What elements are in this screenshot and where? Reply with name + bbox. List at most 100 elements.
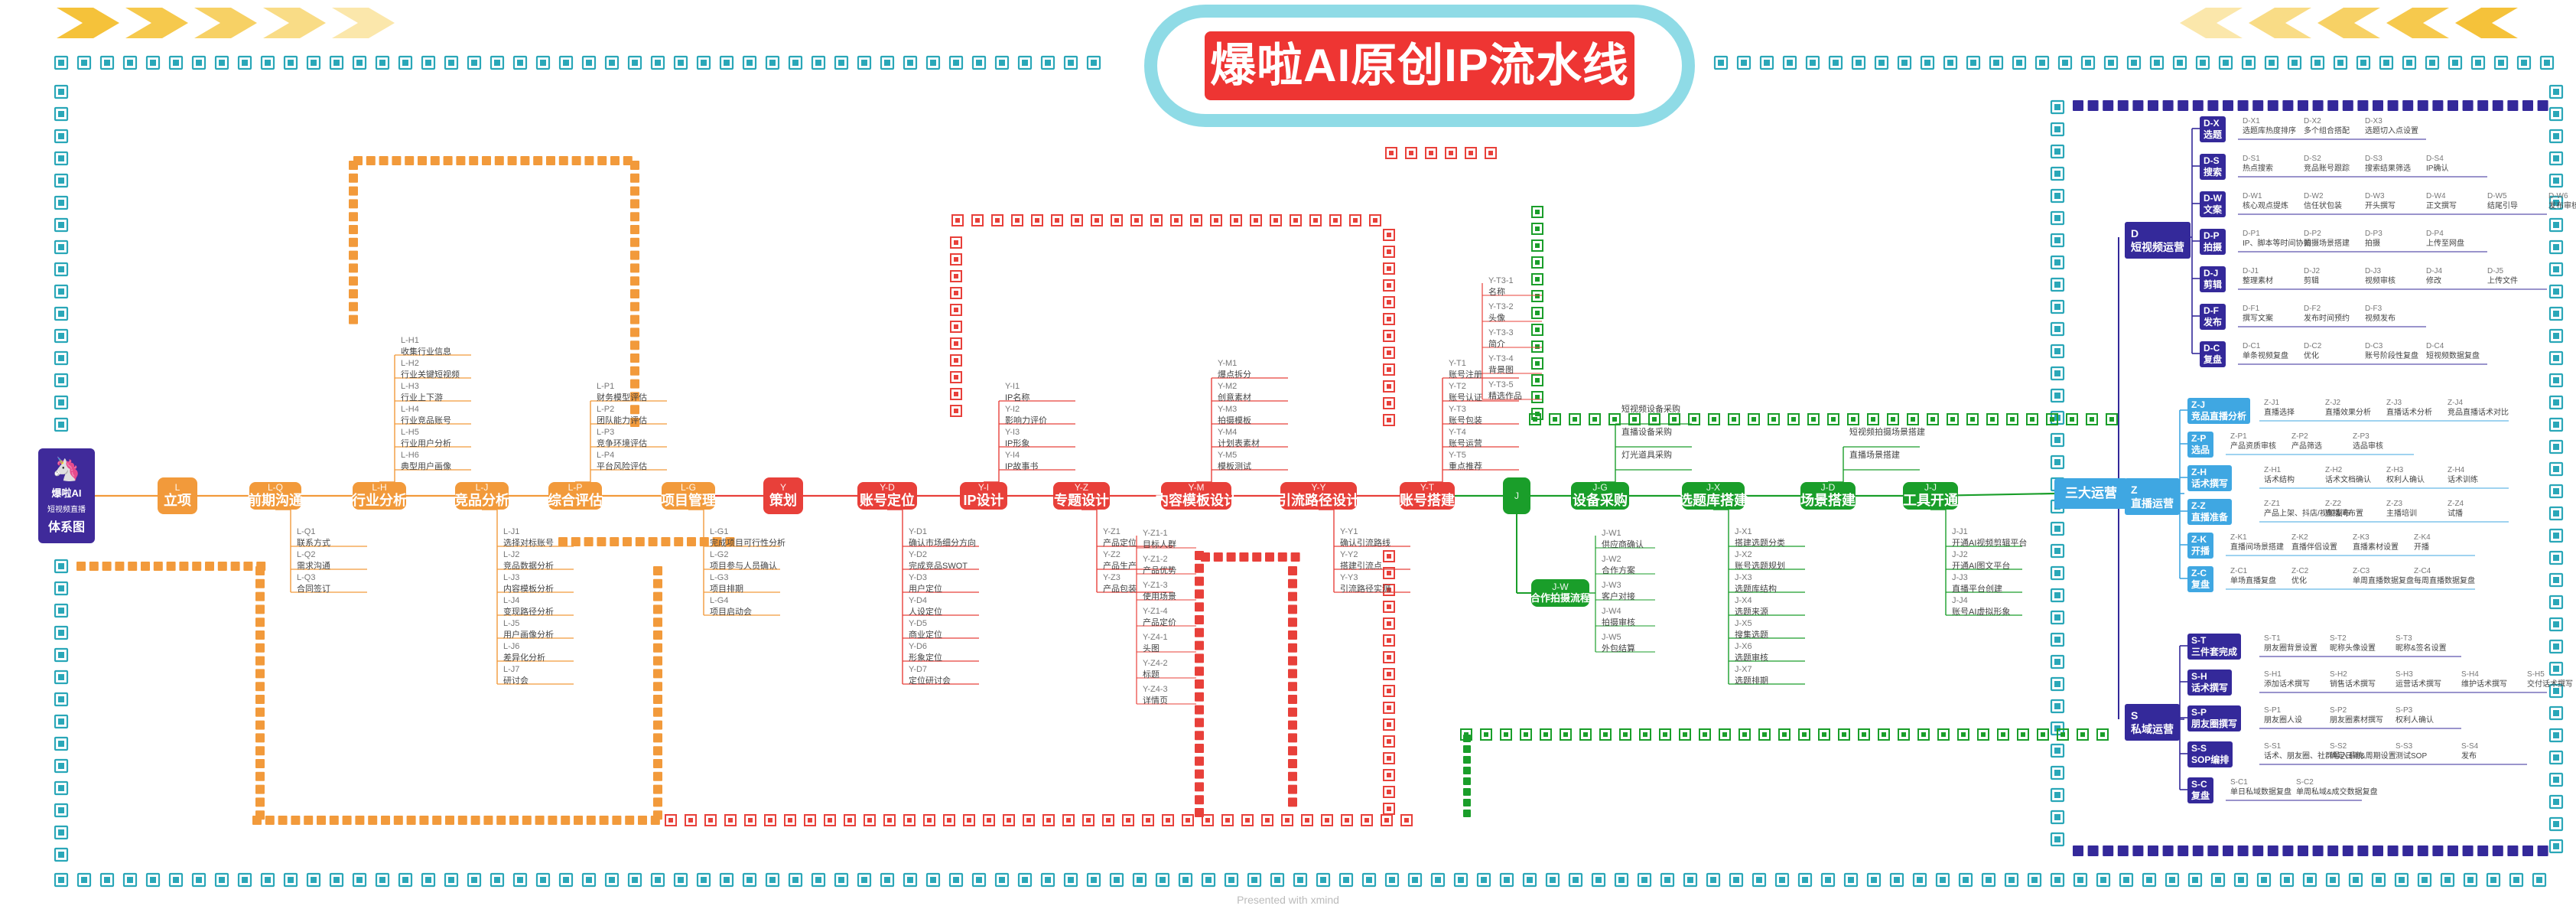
leaf-text: 头图 — [1143, 644, 1160, 653]
border-square-dot — [1274, 877, 1280, 883]
border-square — [2516, 55, 2532, 70]
green-dotted-frame — [1463, 735, 1471, 742]
green-box-frame — [2090, 417, 2094, 422]
border-square — [54, 395, 69, 410]
green-box-frame — [2080, 732, 2085, 737]
leaf-code: Z-H1 — [2264, 466, 2282, 474]
red-box-frame — [1387, 588, 1391, 592]
border-square — [2548, 195, 2564, 210]
border-square — [2050, 676, 2065, 692]
leaf-text: 直播伴侣设置 — [2291, 543, 2337, 552]
green-box-frame — [1531, 206, 1543, 218]
navy-dotted-frame — [2087, 100, 2099, 111]
green-dotted-frame — [1463, 767, 1471, 774]
red-box-frame — [1383, 414, 1395, 426]
border-square-dot — [2200, 60, 2206, 66]
leaf-text: 引流路径实测 — [1340, 585, 1390, 594]
border-square-dot — [1733, 877, 1739, 883]
border-square — [1920, 55, 1935, 70]
leaf-text: 产品优势 — [1143, 566, 1176, 575]
leaf-code: L-J2 — [503, 550, 520, 559]
green-box-frame — [1531, 357, 1543, 370]
border-square — [2187, 872, 2203, 888]
border-square — [1407, 872, 1423, 888]
red-box-frame — [1011, 214, 1023, 226]
red-box-frame — [1333, 218, 1338, 223]
border-square — [788, 55, 803, 70]
border-square-dot — [1924, 60, 1930, 66]
red-box-frame — [923, 814, 935, 826]
red-dotted-frame — [1195, 782, 1204, 792]
root-node[interactable]: 🦄 爆啦AI 短视频直播 体系图 — [38, 448, 95, 543]
border-square — [2119, 872, 2134, 888]
leaf-text: 开播 — [2414, 543, 2429, 552]
border-square — [2548, 328, 2564, 344]
border-square — [54, 670, 69, 685]
navy-dotted-frame — [2178, 845, 2189, 856]
orange-dotted-frame — [558, 156, 568, 165]
border-square-dot — [953, 60, 959, 66]
green-box-frame — [1827, 413, 1839, 425]
leaf-code: D-J3 — [2365, 267, 2382, 275]
green-box-frame — [1535, 243, 1540, 248]
border-square-dot — [58, 718, 64, 725]
red-dotted-frame — [1195, 705, 1204, 715]
border-square-dot — [333, 60, 340, 66]
node-label: 综合评估 — [548, 493, 603, 509]
leaf-code: Y-Z1-4 — [1143, 607, 1168, 616]
red-dotted-frame — [1288, 759, 1297, 768]
leaf-code: D-X1 — [2243, 117, 2260, 125]
border-square-dot — [402, 877, 408, 883]
red-dotted-frame — [1195, 692, 1204, 702]
main-node-j[interactable]: J — [1503, 477, 1530, 514]
orange-dotted-frame — [571, 156, 581, 165]
center-ops-node[interactable]: 三大运营 — [2054, 478, 2128, 509]
border-square-dot — [2108, 60, 2114, 66]
green-box-frame — [1738, 728, 1751, 741]
